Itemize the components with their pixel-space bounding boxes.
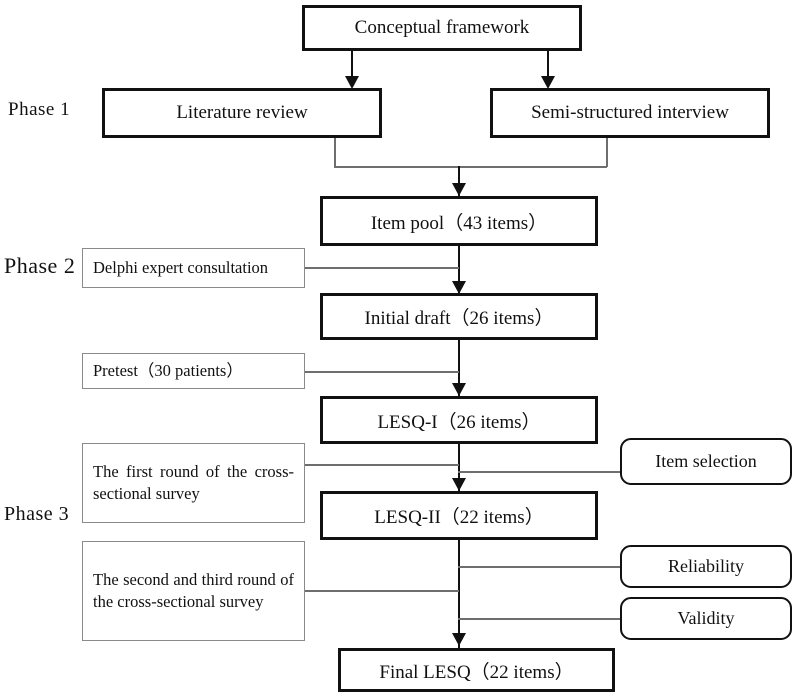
connector-first-round-to-spine xyxy=(305,464,459,466)
connector-lesq2-to-final xyxy=(458,540,460,648)
connector-merge-bus xyxy=(334,166,607,168)
node-label: The second and third round of the cross-… xyxy=(93,569,294,611)
arrowhead-initial-draft-to-lesq1 xyxy=(452,383,466,396)
node-label: Validity xyxy=(677,608,735,628)
node-label: Item selection xyxy=(655,451,757,471)
connector-merge-to-item-pool xyxy=(458,166,460,196)
phase-label-1: Phase 1 xyxy=(8,99,71,120)
connector-lesq1-to-lesq2 xyxy=(458,444,460,491)
node-label: Reliability xyxy=(668,556,744,576)
arrowhead-lesq1-to-lesq2 xyxy=(452,478,466,491)
node-label: Item pool（43 items） xyxy=(370,212,548,234)
node-label: Conceptual framework xyxy=(354,17,530,38)
arrowhead-merge-to-item-pool xyxy=(452,183,466,196)
arrowhead-lesq2-to-final xyxy=(452,633,466,646)
node-label: Pretest（30 patients） xyxy=(93,360,243,380)
connector-pretest-to-spine xyxy=(305,371,459,373)
node-label: Literature review xyxy=(176,102,308,123)
connector-literature-down xyxy=(334,138,336,167)
node-lesq-2[interactable]: LESQ-II（22 items） xyxy=(320,491,598,540)
connector-framework-to-literature xyxy=(351,50,353,82)
node-label: Delphi expert consultation xyxy=(93,257,269,277)
arrowhead-framework-to-literature xyxy=(345,76,359,89)
node-label: LESQ-II（22 items） xyxy=(374,507,544,528)
arrowhead-framework-to-interview xyxy=(541,76,555,89)
node-semi-structured-interview[interactable]: Semi-structured interview xyxy=(490,88,770,138)
node-final-lesq[interactable]: Final LESQ（22 items） xyxy=(338,648,615,692)
arrowhead-item-pool-to-initial-draft xyxy=(452,281,466,294)
node-delphi-expert-consultation[interactable]: Delphi expert consultation xyxy=(82,248,305,288)
connector-item-pool-to-initial-draft xyxy=(458,246,460,294)
node-first-round-survey[interactable]: The first round of the cross-sectional s… xyxy=(82,443,305,523)
connector-interview-down xyxy=(606,138,608,167)
node-validity[interactable]: Validity xyxy=(620,597,792,640)
node-literature-review[interactable]: Literature review xyxy=(102,88,382,138)
connector-delphi-to-spine xyxy=(305,267,459,269)
node-reliability[interactable]: Reliability xyxy=(620,545,792,588)
connector-reliability-to-spine xyxy=(458,566,621,568)
connector-validity-to-spine xyxy=(458,618,621,620)
node-item-selection[interactable]: Item selection xyxy=(620,438,792,485)
node-conceptual-framework[interactable]: Conceptual framework xyxy=(302,5,582,51)
phase-label-2: Phase 2 xyxy=(4,253,76,278)
connector-framework-to-interview xyxy=(547,50,549,82)
node-pretest[interactable]: Pretest（30 patients） xyxy=(82,353,305,389)
node-label: Final LESQ（22 items） xyxy=(379,661,574,683)
node-label: LESQ-I（26 items） xyxy=(377,411,541,433)
node-lesq-1[interactable]: LESQ-I（26 items） xyxy=(320,396,598,444)
phase-label-3: Phase 3 xyxy=(4,503,70,525)
node-label: Initial draft（26 items） xyxy=(364,308,554,329)
node-second-third-round-survey[interactable]: The second and third round of the cross-… xyxy=(82,541,305,641)
connector-second-third-round-to-spine xyxy=(305,590,459,592)
node-label: The first round of the cross-sectional s… xyxy=(93,461,294,503)
node-label: Semi-structured interview xyxy=(531,102,729,123)
connector-initial-draft-to-lesq1 xyxy=(458,340,460,396)
connector-item-selection-to-spine xyxy=(458,471,621,473)
node-initial-draft[interactable]: Initial draft（26 items） xyxy=(320,293,598,340)
node-item-pool[interactable]: Item pool（43 items） xyxy=(320,196,598,246)
